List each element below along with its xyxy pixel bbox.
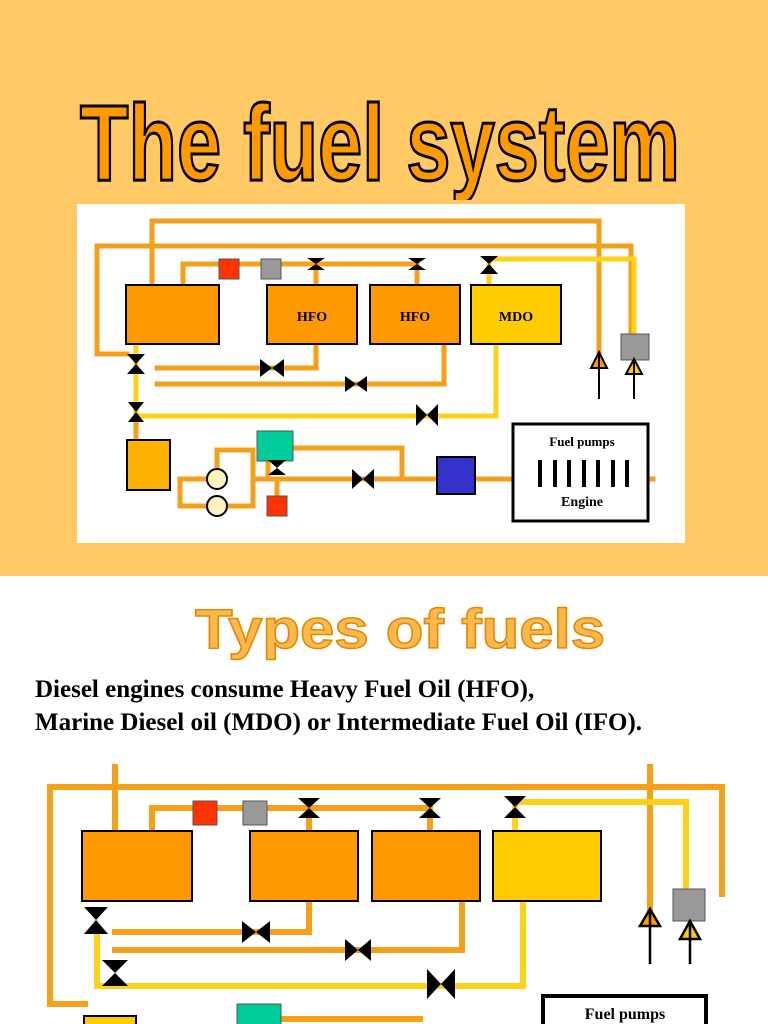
body-text-line-1: Diesel engines consume Heavy Fuel Oil (H… bbox=[35, 676, 535, 703]
slide2-title-graphic: Types of fuels bbox=[194, 596, 606, 661]
mdo-tank bbox=[470, 284, 562, 345]
hfo-tank-1-large bbox=[249, 830, 359, 902]
body-text-line-2: Marine Diesel oil (MDO) or Intermediate … bbox=[35, 709, 643, 736]
grey-filter-return bbox=[620, 333, 650, 361]
slide1-title: The fuel system bbox=[80, 82, 680, 200]
hfo-tank-2-large bbox=[371, 830, 481, 902]
hfo-tank-2-label: HFO bbox=[400, 310, 430, 325]
fuel-system-diagram-panel: HFO HFO MDO bbox=[77, 204, 685, 543]
red-filter-bottom bbox=[266, 495, 288, 517]
return-arrow-yellow bbox=[624, 356, 644, 399]
blue-block bbox=[436, 456, 476, 495]
slide-types-of-fuels: Types of fuels Diesel engines consume He… bbox=[0, 576, 768, 1024]
fuel-pump-bars bbox=[538, 460, 629, 487]
mixing-tank-large bbox=[83, 1015, 137, 1024]
mdo-tank-label: MDO bbox=[499, 310, 533, 325]
fuel-system-diagram-large: Fuel pumps bbox=[47, 764, 725, 1024]
valve-icons bbox=[127, 256, 498, 489]
return-arrow-yellow-large bbox=[677, 918, 703, 964]
return-arrow-orange-large bbox=[637, 906, 663, 964]
pump-circle-2 bbox=[206, 495, 228, 517]
red-filter-large bbox=[192, 800, 218, 826]
engine-box-large bbox=[541, 994, 708, 1024]
green-heater-large bbox=[236, 1003, 282, 1024]
engine-box-title-large: Fuel pumps bbox=[585, 1006, 665, 1023]
grey-filter-return-large bbox=[672, 888, 706, 922]
engine-label: Engine bbox=[561, 495, 603, 510]
valve-icons-large bbox=[84, 796, 526, 999]
engine-box-title: Fuel pumps bbox=[549, 434, 614, 449]
fuel-system-diagram: HFO HFO MDO bbox=[94, 218, 656, 523]
hfo-tank-2 bbox=[369, 284, 461, 345]
return-arrow-orange bbox=[589, 349, 609, 399]
slide2-title: Types of fuels bbox=[195, 597, 605, 660]
red-filter bbox=[218, 258, 240, 280]
mixing-tank bbox=[126, 439, 171, 491]
grey-filter-large bbox=[242, 800, 268, 826]
slide1-title-graphic: The fuel system bbox=[79, 81, 682, 201]
service-tank-large bbox=[81, 830, 193, 902]
pump-circle-1 bbox=[206, 468, 228, 490]
grey-filter bbox=[260, 258, 282, 280]
hfo-tank-1 bbox=[266, 284, 358, 345]
service-tank bbox=[125, 284, 220, 345]
hfo-tank-1-label: HFO bbox=[297, 310, 327, 325]
mdo-tank-large bbox=[492, 830, 602, 902]
green-heater bbox=[256, 430, 294, 462]
slide-fuel-system: The fuel system bbox=[0, 0, 768, 576]
